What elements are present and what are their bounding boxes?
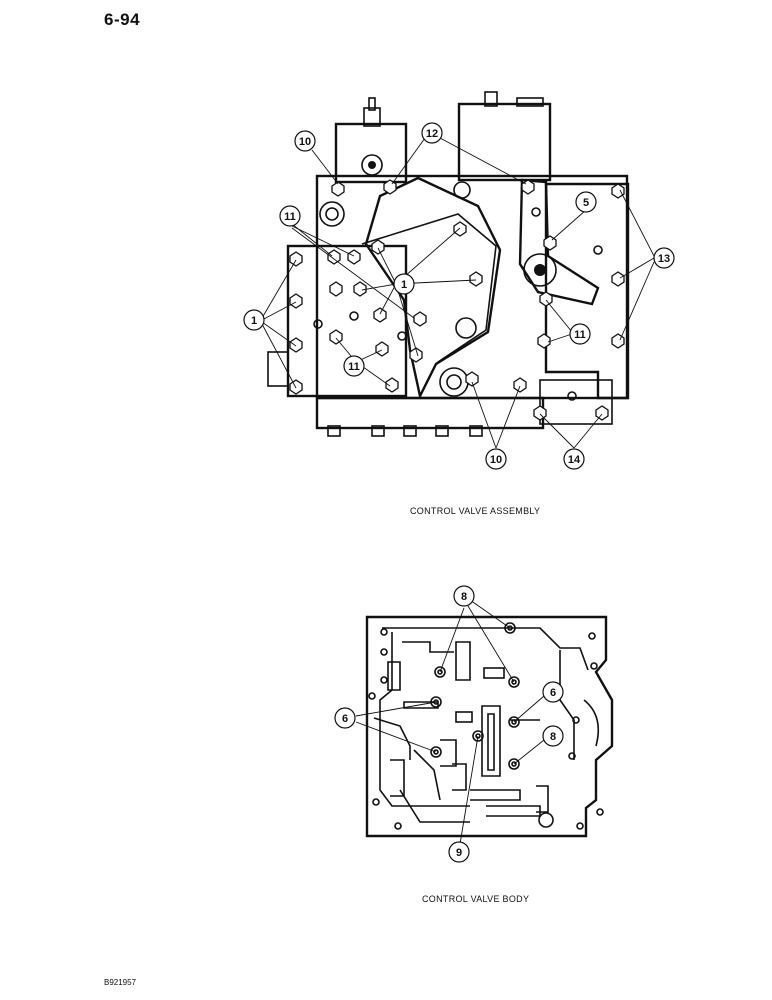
callout-label: 6 <box>550 687 556 699</box>
callout-11-left: 11 <box>279 205 301 227</box>
callout-label: 8 <box>461 591 467 603</box>
callout-label: 8 <box>550 731 556 743</box>
callout-1-center: 1 <box>393 273 415 295</box>
page-number: 6-94 <box>104 10 141 29</box>
callout-label: 11 <box>574 329 586 341</box>
callout-label: 1 <box>401 279 407 291</box>
callout-6-right: 6 <box>542 681 564 703</box>
callout-label: 5 <box>583 197 589 209</box>
callout-9: 9 <box>448 841 470 863</box>
callout-label: 6 <box>342 713 348 725</box>
callout-label: 9 <box>456 847 462 859</box>
callout-5: 5 <box>575 191 597 213</box>
callout-label: 11 <box>284 211 296 223</box>
callout-label: 14 <box>568 454 581 466</box>
callout-1-left: 1 <box>243 309 265 331</box>
control-valve-body-drawing: 8 6 6 8 9 <box>334 585 614 863</box>
callout-label: 1 <box>251 315 257 327</box>
figure-caption-body: CONTROL VALVE BODY <box>422 894 530 904</box>
callout-6-left: 6 <box>334 707 356 729</box>
callout-label: 10 <box>490 454 502 466</box>
callout-10-bottom: 10 <box>485 448 507 470</box>
control-valve-assembly-drawing: 10 12 11 5 13 1 1 11 11 10 14 <box>243 91 675 470</box>
callout-label: 10 <box>299 136 311 148</box>
callout-8-right: 8 <box>542 725 564 747</box>
callout-12: 12 <box>421 122 443 144</box>
callout-label: 11 <box>348 361 360 373</box>
callout-label: 12 <box>426 128 438 140</box>
callout-11-lower: 11 <box>343 355 365 377</box>
callout-14: 14 <box>563 448 585 470</box>
callout-8-top: 8 <box>453 585 475 607</box>
callout-label: 13 <box>658 253 670 265</box>
callout-11-right: 11 <box>569 323 591 345</box>
document-id: B921957 <box>104 978 137 987</box>
callout-13: 13 <box>653 247 675 269</box>
figure-caption-assembly: CONTROL VALVE ASSEMBLY <box>410 506 541 516</box>
callout-10-top: 10 <box>294 130 316 152</box>
